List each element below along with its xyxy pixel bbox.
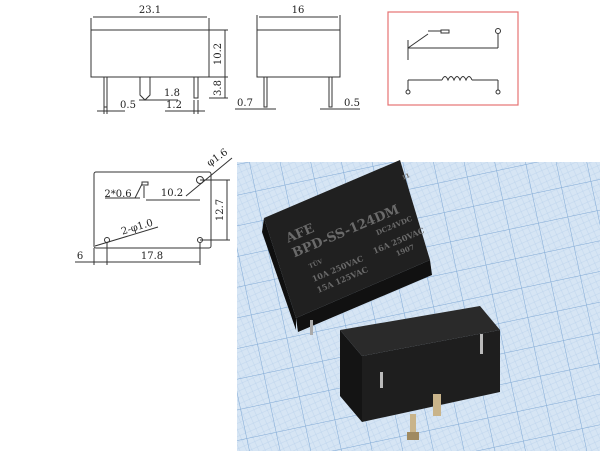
relay-back	[340, 306, 500, 440]
relay-photo: AFE BPD-SS-124DM DC24VDC TÜV 10A 250VAC …	[237, 160, 600, 451]
schematic-border	[387, 11, 519, 106]
relay-front	[262, 160, 432, 335]
side-pin-width-left-label: 0.7	[237, 98, 253, 109]
pin-spacing-label: 1.2	[166, 100, 182, 111]
relay-corner-mark: 11	[401, 172, 411, 182]
vertical-label: 12.7	[215, 199, 226, 221]
front-view	[90, 16, 228, 114]
front-width-label: 23.1	[139, 5, 161, 16]
pin-pitch-label: 17.8	[141, 251, 163, 262]
pin-length-label: 3.8	[213, 80, 224, 96]
side-view	[235, 15, 360, 110]
horizontal-offset-label: 10.2	[161, 188, 183, 199]
large-hole-label: φ1.6	[205, 147, 230, 169]
pin-offset-label: 1.8	[164, 88, 180, 99]
slot-label: 2*0.6	[104, 189, 131, 200]
front-height-label: 10.2	[213, 43, 224, 65]
pin-width-label: 0.5	[120, 100, 136, 111]
side-pin-width-right-label: 0.5	[344, 98, 360, 109]
small-holes-label: 2-φ1.0	[120, 218, 154, 238]
schematic-diagram	[387, 11, 519, 106]
edge-offset-label: 6	[77, 251, 83, 262]
side-width-label: 16	[292, 5, 305, 16]
footprint-view	[75, 157, 233, 265]
